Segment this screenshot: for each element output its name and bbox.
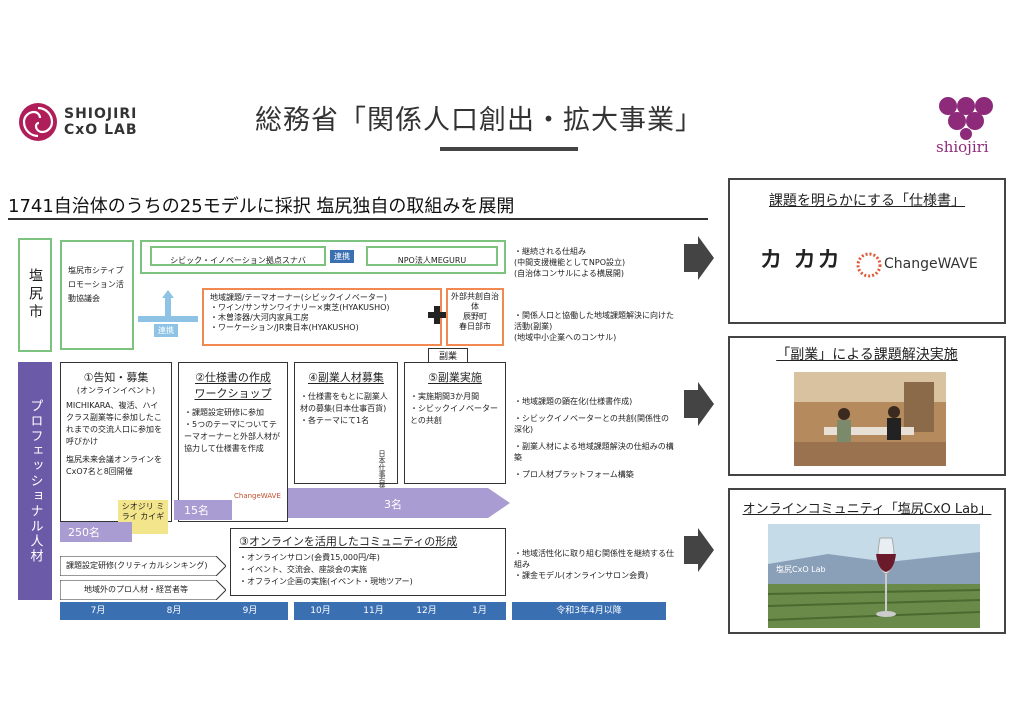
- notes-group-4: ・地域活性化に取り組む関係性を継続する仕組み ・課金モデル(オンラインサロン会費…: [514, 549, 674, 580]
- row-label-shiojiri-city: 塩尻市: [18, 238, 52, 352]
- right-arrow-icon-1: [684, 236, 714, 280]
- step4-recruit-box: ④副業人材募集 ・仕様書をもとに副業人材の募集(日本仕事百貨) ・各テーマにて1…: [294, 362, 398, 484]
- step3-community-box: ③オンラインを活用したコミュニティの形成 ・オンラインサロン(会費15,000円…: [230, 528, 506, 596]
- sidejob-meeting-photo: [794, 372, 946, 466]
- swirl-logo-icon: [19, 103, 57, 141]
- renkei-connector: 連携: [138, 290, 198, 346]
- right-arrow-icon-3: [684, 528, 714, 572]
- month-10: 10月: [310, 606, 331, 616]
- timeline-after: 令和3年4月以降: [512, 602, 666, 620]
- flow-label-3: 3名: [384, 498, 402, 511]
- month-9: 9月: [242, 606, 258, 616]
- flow-arrow-15: 15名: [174, 500, 232, 520]
- regional-issue-box: 地域課題/テーマオーナー(シビックイノベーター) ・ワイン/サンサンワイナリー×…: [202, 288, 442, 346]
- training-bar-1: [60, 556, 226, 576]
- title-underline: [440, 147, 578, 151]
- renkei-label-b: 連携: [330, 250, 354, 263]
- step1-announce-box: ①告知・募集 (オンラインイベント) MICHIKARA、複活、ハイクラス副業等…: [60, 362, 172, 522]
- kakaka-logo: カ カカ: [760, 248, 842, 273]
- sanaba-inner: シビック・イノベーション拠点スナバ: [150, 246, 326, 266]
- page-title: 総務省「関係人口創出・拡大事業」: [255, 105, 703, 136]
- subtitle-underline: [8, 218, 708, 220]
- training-bar-2: [60, 580, 226, 600]
- month-12: 12月: [416, 606, 437, 616]
- meguru-box: NPO法人MEGURU: [366, 246, 498, 266]
- changewave-logo-small: ChangeWAVE: [234, 492, 281, 500]
- timeline-bar-2: 10月 11月 12月 1月: [294, 602, 506, 620]
- shiojiri-cxo-logo: SHIOJIRI CxO LAB: [18, 100, 158, 144]
- promo-council-box: 塩尻市シティプロモーション活動協議会: [60, 240, 134, 350]
- training-label-1: 課題設定研修(クリティカルシンキング): [66, 561, 208, 570]
- external-cocreation-box: 外部共創自治体 辰野町 春日部市: [446, 288, 504, 346]
- flow-arrow-3: [288, 488, 510, 518]
- month-7: 7月: [90, 606, 106, 616]
- row-label-professional: プロフェッショナル人材: [18, 362, 52, 600]
- panel-sidejob: 「副業」による課題解決実施: [728, 336, 1006, 476]
- notes-group-1: ・継続される仕組み (中間支援機能としてNPO設立) (自治体コンサルによる横展…: [514, 247, 626, 278]
- month-1: 1月: [472, 606, 487, 616]
- notes-group-2: ・関係人口と協働した地域課題解決に向けた活動(副業) (地域中小企業へのコンサル…: [514, 311, 674, 342]
- shiojiri-city-logo: shiojiri: [930, 96, 1000, 158]
- city-logo-text: shiojiri: [936, 138, 989, 156]
- training-label-2: 地域外のプロ人材・経営者等: [84, 585, 188, 594]
- timeline-bar-1: 7月 8月 9月: [60, 602, 288, 620]
- renkei-label-a: 連携: [154, 324, 178, 337]
- logo-text-line1: SHIOJIRI: [64, 106, 138, 122]
- plus-icon: [428, 306, 446, 324]
- logo-text-line2: CxO LAB: [64, 122, 138, 138]
- notes-group-3: ・地域課題の顕在化(仕様書作成) ・シビックイノベーターとの共創(関係性の深化)…: [514, 397, 674, 479]
- cross-arrows-icon: [138, 290, 198, 322]
- right-arrow-icon-2: [684, 382, 714, 426]
- step5-sidejob-box: ⑤副業実施 ・実施期間3か月間 ・シビックイノベーターとの共創: [404, 362, 506, 484]
- panel-online-community: オンラインコミュニティ「塩尻CxO Lab」 塩尻CxO Lab: [728, 488, 1006, 634]
- month-11: 11月: [363, 606, 384, 616]
- vineyard-wine-photo: [768, 524, 980, 628]
- step2-spec-workshop-box: ②仕様書の作成 ワークショップ ・課題設定研修に参加 ・5つのテーマについてテー…: [178, 362, 288, 522]
- grape-logo-icon: [939, 97, 993, 140]
- photo-caption: 塩尻CxO Lab: [776, 565, 826, 574]
- shigoto-hyakka-stamp: 日本仕事百貨: [378, 450, 386, 492]
- flow-arrow-250: 250名: [60, 522, 132, 542]
- panel-specification: 課題を明らかにする「仕様書」 カ カカ ChangeWAVE: [728, 178, 1006, 324]
- changewave-logo-icon: [856, 252, 882, 278]
- section-subtitle: 1741自治体のうちの25モデルに採択 塩尻独自の取組みを展開: [8, 196, 515, 217]
- month-8: 8月: [166, 606, 182, 616]
- changewave-logo: ChangeWAVE: [884, 256, 978, 272]
